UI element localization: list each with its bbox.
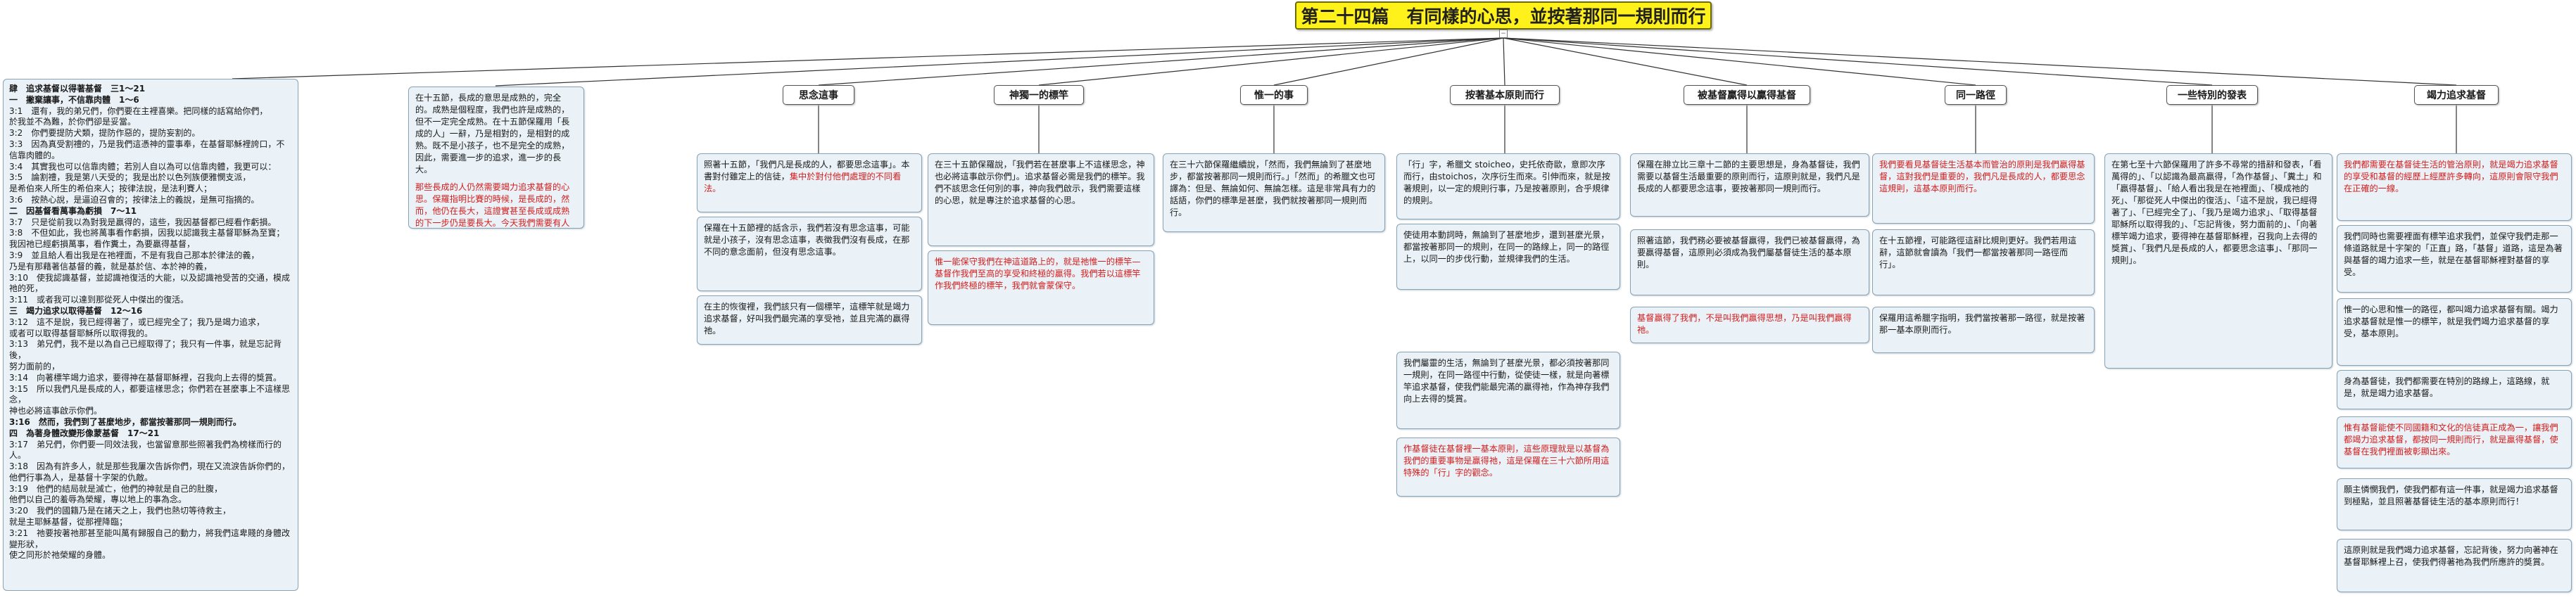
note-box: 惟一的心思和惟一的路徑，都叫竭力追求基督有關。竭力追求基督就是惟一的標竿，就是我… — [2337, 298, 2572, 366]
outline-line: 3:9 並且給人看出我是在祂裡面，不是有我自己那本於律法的義， — [9, 250, 260, 260]
outline-line: 於我並不為難，於你們卻是妥當。 — [9, 117, 137, 127]
note-box: 照著這節，我們務必要被基督贏得，我們已被基督贏得，為要贏得基督，這原則必須成為我… — [1630, 229, 1869, 295]
connector-line — [495, 37, 1504, 87]
note-box: 這原則就是我們竭力追求基督，忘記背後，努力向著神在基督耶穌裡上召，使我們得著祂為… — [2337, 539, 2572, 592]
outline-line: 3:6 按熱心說，是逼迫召會的；按律法上的義說，是無可指摘的。 — [9, 194, 260, 205]
outline-line: 3:12 這不是說，我已經得著了，或已經完全了；我乃是竭力追求， — [9, 317, 265, 327]
collapse-toggle-icon[interactable]: − — [1499, 30, 1508, 38]
connector-line — [818, 37, 1504, 86]
outline-line: 3:1 還有，我的弟兄們，你們要在主裡喜樂。把同樣的話寫給你們， — [9, 106, 268, 116]
note-box: 基督贏得了我們，不是叫我們贏得思想，乃是叫我們贏得祂。 — [1630, 307, 1869, 343]
note-box: 保羅在腓立比三章十二節的主要思想是，身為基督徒，我們需要以基督生活最重要的原則而… — [1630, 153, 1869, 217]
outline-line: 3:13 弟兄們，我不是以為自己已經取得了；我只有一件事，就是忘記背後， — [9, 339, 282, 361]
root-topic[interactable]: 第二十四篇 有同樣的心思，並按著那同一規則而行 — [1295, 1, 1712, 30]
connector-line — [1503, 37, 2213, 86]
note-box: 在第七至十六節保羅用了許多不尋常的措辭和發表，「看萬得的」、「以認識為最高贏得，… — [2104, 153, 2332, 369]
note-box: 在十五節裡，可能路徑這辭比規則更好。我們若用這辭，這節就會讀為「我們一都當按著那… — [1872, 229, 2095, 295]
outline-line: 乃是有那藉著信基督的義，就是基於信、本於神的義， — [9, 261, 213, 272]
outline-line: 3:19 他們的結局就是滅亡，他們的神就是自己的肚腹， — [9, 483, 222, 494]
topic-按著基本原則而行[interactable]: 按著基本原則而行 — [1450, 85, 1560, 105]
note-box: 在主的恢復裡，我們該只有一個標竿，這標竿就是竭力追求基督，好叫我們最完滿的享受祂… — [697, 295, 922, 345]
topic-同一路徑[interactable]: 同一路徑 — [1945, 85, 2007, 105]
outline-line: 3:14 向著標竿竭力追求，要得神在基督耶穌裡，召我向上去得的獎賞。 — [9, 372, 282, 383]
note-box: 保羅在十五節裡的話含示，我們若沒有思念這事，可能就是小孩子，沒有思念這事，表徵我… — [697, 217, 922, 291]
outline-line: 3:10 使我認識基督，並認識祂復活的大能，以及認識祂受苦的交通，模成祂的死， — [9, 272, 290, 294]
intro-note-2: 那些長成的人仍然需要竭力追求基督的心思。保羅指明比賽的時候，是長成的，然而，他仍… — [415, 182, 570, 228]
outline-line: 使之同形於祂榮耀的身體。 — [9, 550, 111, 561]
outline-heading: 3:16 然而，我們到了甚麼地步，都當按著那同一規則而行。 — [9, 416, 241, 427]
outline-line: 3:15 所以我們凡是長成的人，都要這樣思念；你們若在甚麼事上不這樣思念， — [9, 383, 290, 405]
note-box: 身為基督徒，我們都需要在特別的路線上，這路線，就是，就是竭力追求基督。 — [2337, 370, 2572, 409]
outline-heading: 肆 追求基督以得著基督 三1～21 — [9, 84, 146, 94]
note-box: 保羅用這希臘字指明，我們當按著那一路徑，就是按著那一基本原則而行。 — [1872, 307, 2095, 353]
outline-line: 是希伯來人所生的希伯來人；按律法說，是法利賽人； — [9, 184, 213, 194]
outline-line: 3:11 或者我可以達到那從死人中傑出的復活。 — [9, 295, 189, 305]
note-box: 「行」字，希臘文 stoicheo，史托依奇歐，意即次序而行，由stoichos… — [1396, 153, 1620, 219]
connector-line — [1503, 37, 1748, 86]
note-box: 在三十五節保羅說，「我們若在甚麼事上不這樣思念，神也必將這事啟示你們」。追求基督… — [928, 153, 1154, 246]
note-box: 願主憐憫我們，使我們都有這一件事，就是竭力追求基督到極點，並且照著基督徒生活的基… — [2337, 478, 2572, 530]
outline-heading: 二 因基督看萬事為虧損 7～11 — [9, 205, 137, 216]
connector-line — [1503, 37, 1505, 86]
outline-heading: 三 竭力追求以取得基督 12～16 — [9, 305, 143, 316]
note-box: 我們都需要在基督徒生活的管治原則，就是竭力追求基督的享受和基督的經歷上經歷許多轉… — [2337, 153, 2572, 221]
note-box: 惟有基督能使不同國籍和文化的信徒真正成為一，讓我們都竭力追求基督，都按同一規則而… — [2337, 416, 2572, 468]
outline-line: 努力面前的， — [9, 361, 61, 371]
note-box: 我們屬靈的生活，無論到了甚麼光景，都必須按著那同一規則，在同一路徑中行動，從使徒… — [1396, 352, 1620, 429]
outline-line: 3:2 你們要提防犬類，提防作惡的，提防妄割的。 — [9, 128, 201, 139]
topic-被基督贏得以贏得基督[interactable]: 被基督贏得以贏得基督 — [1684, 85, 1810, 105]
outline-line: 3:5 論割禮，我是第八天受的；我是出於以色列族便雅憫支派， — [9, 172, 251, 183]
note-box: 惟一能保守我們在神這道路上的，就是祂惟一的標竿—基督作我們至高的享受和終極的贏得… — [928, 250, 1154, 325]
outline-line: 3:4 其實我也可以信靠肉體；若別人自以為可以信靠肉體，我更可以： — [9, 161, 277, 172]
connector-line — [1273, 37, 1504, 86]
topic-竭力追求基督[interactable]: 竭力追求基督 — [2414, 85, 2499, 105]
outline-heading: 一 撇棄讓事，不信靠肉體 1～6 — [9, 94, 139, 105]
note-box: 在三十六節保羅繼續說，「然而，我們無論到了甚麼地步，都當按著那同一規則而行。」「… — [1163, 153, 1385, 232]
outline-line: 3:18 因為有許多人，就是那些我屢次告訴你們，現在又流淚告訴你們的， — [9, 461, 290, 472]
outline-line: 他們以自己的羞辱為榮耀，專以地上的事為念。 — [9, 494, 187, 505]
outline-line: 3:17 弟兄們，你們要一同效法我，也當留意那些照著我們為榜樣而行的人。 — [9, 439, 282, 461]
note-box: 使徒用本動詞時，無論到了甚麼地步，還到甚麼光景，都當按著那同一的規則，在同一的路… — [1396, 224, 1620, 290]
outline-line: 或者可以取得基督耶穌所以取得我的。 — [9, 328, 153, 338]
intro-note-box: 在十五節，長成的意思是成熟的，完全的。成熟是個程度，我們也許是成熟的，但不一定完… — [408, 87, 584, 229]
topic-一些特別的發表[interactable]: 一些特別的發表 — [2166, 85, 2258, 105]
connector-line — [1503, 37, 2457, 86]
note-box: 我們要看見基督徒生活基本而管治的原則是我們贏得基督，這對我們是重要的，我們凡是長… — [1872, 153, 2095, 224]
outline-line: 我因祂已經虧損萬事，看作糞土，為要贏得基督， — [9, 239, 196, 250]
outline-line: 3:3 因為真受割禮的，乃是我們這憑神的靈事奉，在基督耶穌裡誇口，不信靠肉體的。 — [9, 139, 285, 160]
outline-line: 3:20 我們的國籍乃是在諸天之上，我們也熱切等待救主， — [9, 506, 231, 516]
note-box: 照著十五節，「我們凡是長成的人，都要思念這事」。本書對付雖定上的信徒，集中於對付… — [697, 153, 922, 212]
outline-line: 3:21 祂要按著祂那甚至能叫萬有歸服自己的動力，將我們這卑賤的身體改變形狀， — [9, 528, 290, 549]
outline-line: 就是主耶穌基督，從那裡降臨； — [9, 517, 128, 528]
outline-line: 神也必將這事啟示你們。 — [9, 406, 103, 416]
connector-line — [1503, 37, 1976, 86]
connector-line — [232, 37, 1504, 79]
topic-惟一的事[interactable]: 惟一的事 — [1240, 85, 1308, 105]
note-box: 我們同時也需要裡面有標竿追求我們，並保守我們走那一條道路就是十字架的「正直」路，… — [2337, 225, 2572, 293]
outline-line: 3:8 不但如此，我也將萬事看作虧損，因我以認識我主基督耶穌為至寶； — [9, 228, 285, 238]
note-box: 作基督徒在基督裡一基本原則，這些原理就是以基督為我們的重要事物是贏得祂，這是保羅… — [1396, 438, 1620, 497]
outline-heading: 四 為著身體改變形像蒙基督 17～21 — [9, 428, 160, 438]
topic-神獨一的標竿[interactable]: 神獨一的標竿 — [994, 85, 1084, 105]
topic-思念這事[interactable]: 思念這事 — [783, 85, 854, 105]
connector-line — [1038, 37, 1504, 86]
intro-note-1: 在十五節，長成的意思是成熟的，完全的。成熟是個程度，我們也許是成熟的，但不一定完… — [415, 93, 570, 174]
outline-line: 3:7 只是從前我以為對我是贏得的，這些，我因基督都已經看作虧損。 — [9, 217, 277, 227]
outline-line: 他們行事為人，是基督十字架的仇敵。 — [9, 472, 153, 483]
